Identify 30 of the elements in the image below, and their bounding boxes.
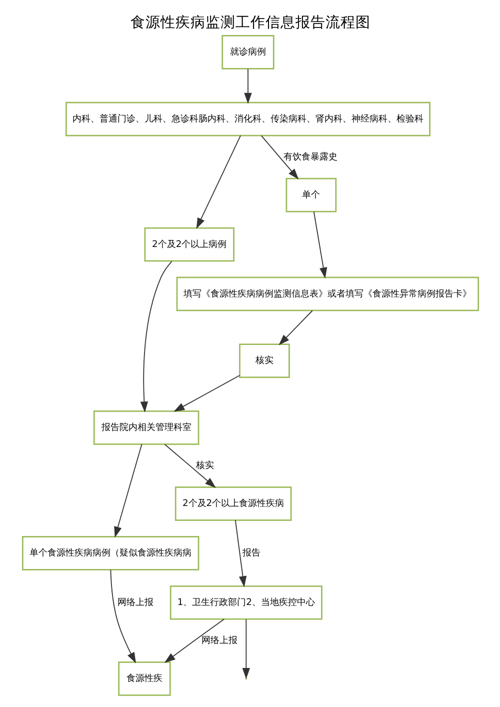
arrow <box>114 444 142 538</box>
edge-label: 有饮食暴露史 <box>283 152 338 162</box>
node-box: 2个及2个以上食源性疾病 <box>174 486 292 521</box>
arrow <box>196 135 241 229</box>
node-box: 1、卫生行政部门2、当地疾控中心 <box>169 585 322 620</box>
edge-label: 核实 <box>195 460 214 471</box>
node-box: 报告院内相关管理科室 <box>92 410 199 445</box>
arrow <box>140 260 172 413</box>
arrow <box>110 569 136 664</box>
node-box: 2个及2个以上病例 <box>144 227 234 262</box>
node-box: 单个 <box>285 178 336 212</box>
node-box: 单个食源性疾病病例（疑似食源性疾病病 <box>21 536 199 570</box>
arrow <box>164 618 224 663</box>
node-box: 核实 <box>238 344 290 378</box>
arrow <box>312 211 327 279</box>
arrow <box>278 310 312 346</box>
edge-label: 网络上报 <box>116 598 153 608</box>
arrow <box>242 618 250 679</box>
diagram-title: 食源性疾病监测工作信息报告流程图 <box>130 14 370 32</box>
node-box: 就诊病例 <box>221 34 274 70</box>
arrow <box>260 135 298 180</box>
arrow <box>173 374 240 412</box>
node-box: 食源性疾 <box>118 661 170 696</box>
arrow <box>234 520 246 588</box>
node-box: 填写《食源性疾病病例监测信息表》或者填写《食源性异常病例报告卡》 <box>176 276 479 312</box>
edge-label: 网络上报 <box>201 636 238 646</box>
edge-label: 报告 <box>242 548 260 558</box>
node-box: 内科、普通门诊、儿科、急诊科肠内科、消化科、传染病科、肾内科、神经病科、检验科 <box>64 102 430 136</box>
arrow <box>164 444 216 488</box>
arrow <box>244 68 252 104</box>
